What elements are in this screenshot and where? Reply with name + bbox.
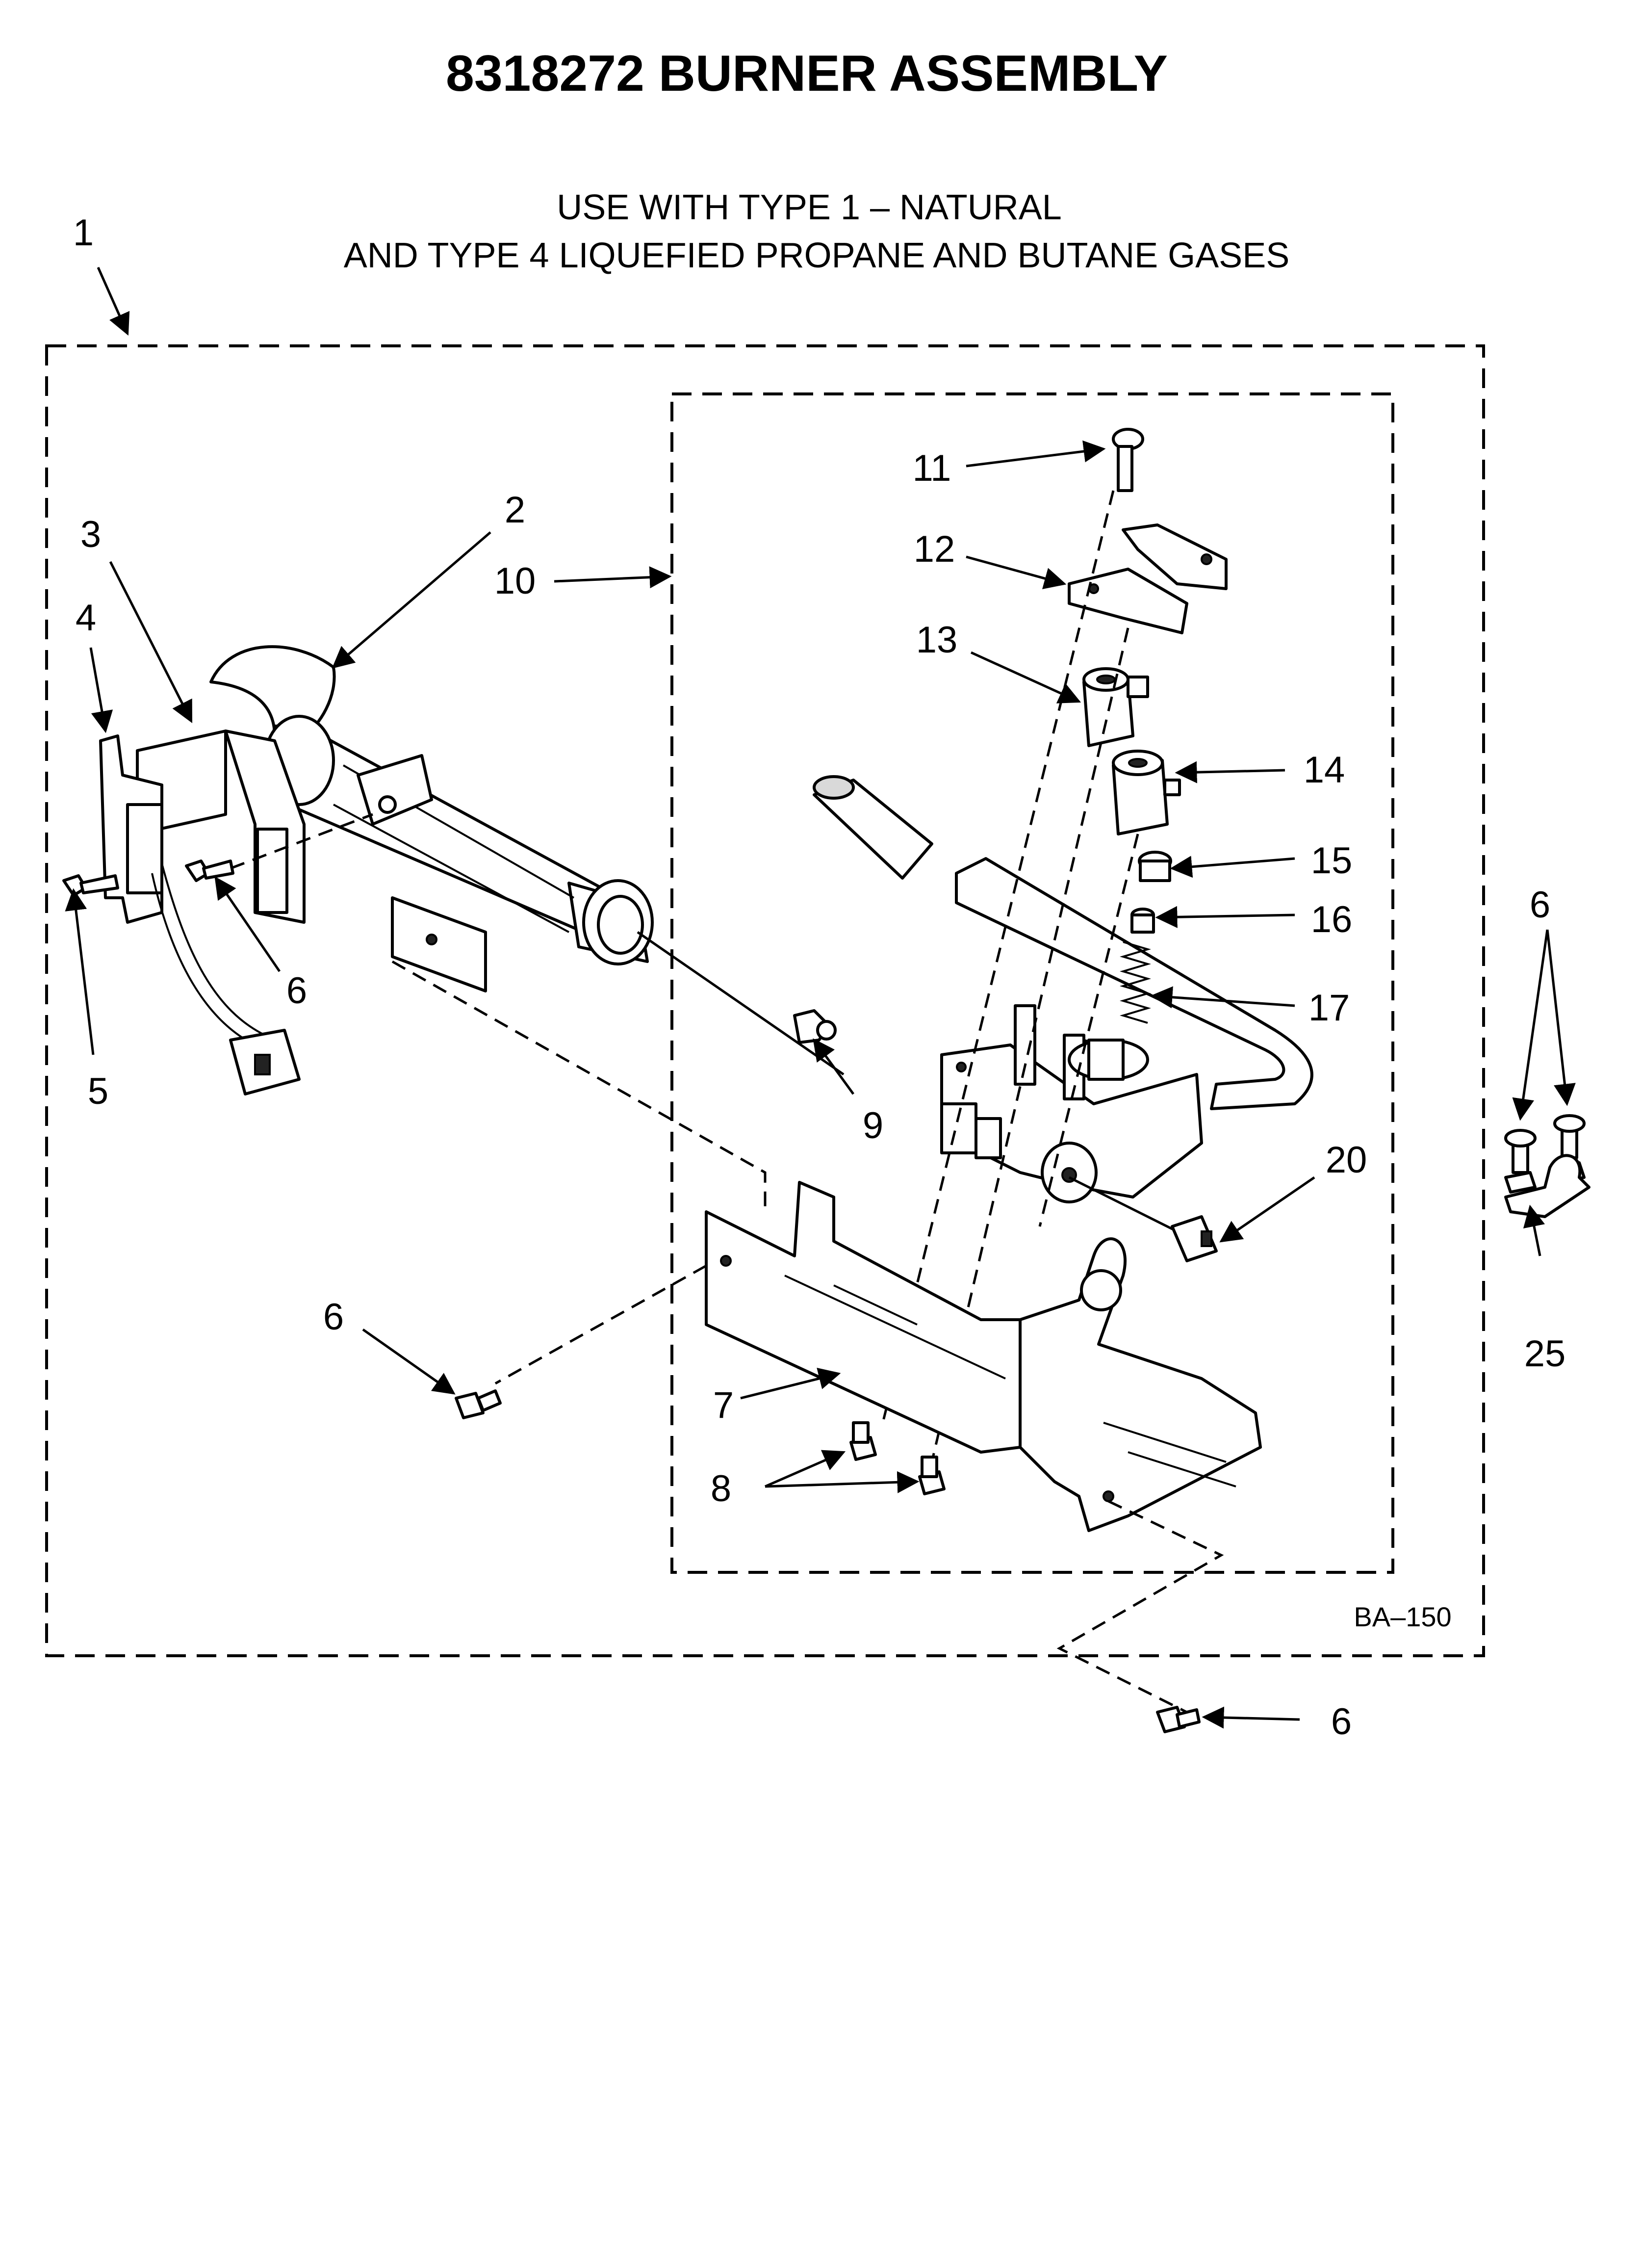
callout-17: 17 (1308, 987, 1350, 1029)
callout-8: 8 (711, 1468, 731, 1510)
callout-7: 7 (713, 1384, 734, 1426)
gas-valve-body (940, 1004, 1203, 1203)
callout-25: 25 (1524, 1333, 1566, 1375)
callout-4: 4 (76, 597, 96, 639)
burner-orifice (793, 1009, 837, 1044)
callout-1: 1 (73, 212, 94, 254)
callout-6-clamp: 6 (1530, 884, 1550, 926)
diagram-code: BA–150 (1354, 1601, 1451, 1632)
page-title: 8318272 BURNER ASSEMBLY (446, 45, 1168, 102)
bracket-screw (185, 860, 234, 882)
top-screw (1112, 428, 1144, 492)
mounting-screw-left (455, 1389, 502, 1419)
subtitle-line-1: USE WITH TYPE 1 – NATURAL (557, 188, 1062, 227)
leader-arrows (65, 266, 1576, 1729)
callout-11: 11 (913, 447, 951, 489)
callout-16: 16 (1311, 899, 1353, 940)
callout-5: 5 (88, 1070, 108, 1112)
callout-14: 14 (1304, 749, 1345, 791)
subtitle-line-2: AND TYPE 4 LIQUEFIED PROPANE AND BUTANE … (344, 236, 1290, 275)
coil-bracket (1068, 523, 1228, 634)
callout-13: 13 (916, 619, 958, 661)
callout-10: 10 (494, 560, 536, 602)
valve-spring (1120, 941, 1151, 1024)
callout-12: 12 (914, 528, 955, 570)
callout-3: 3 (80, 514, 101, 555)
callout-9: 9 (863, 1105, 883, 1147)
callout-20: 20 (1326, 1139, 1367, 1181)
gas-valve-coil-2 (1112, 750, 1181, 835)
valve-connector (1171, 1215, 1218, 1262)
callout-6-left: 6 (323, 1296, 344, 1338)
tube-clamp (1504, 1114, 1591, 1218)
callout-6-bottom: 6 (1331, 1701, 1352, 1743)
valve-cap (1138, 851, 1172, 882)
outer-assembly-boundary (45, 344, 1485, 1657)
bracket-screw-right (918, 1456, 946, 1495)
burner-bracket (705, 1181, 1262, 1532)
mounting-screw-bottom (1156, 1706, 1201, 1733)
valve-assembly-boundary (670, 392, 1394, 1574)
callout-15: 15 (1311, 840, 1353, 882)
callout-6-igniter: 6 (286, 970, 307, 1012)
callout-2: 2 (505, 489, 525, 531)
bracket-screw-left (849, 1421, 877, 1461)
valve-plunger (1130, 908, 1155, 934)
